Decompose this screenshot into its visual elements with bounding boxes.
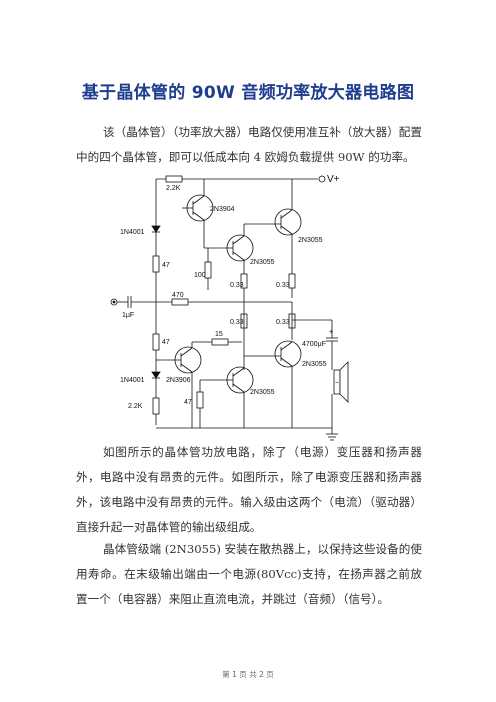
q-2n3055-top-mid-label: 2N3055 [250, 259, 275, 266]
paragraph-output-stage: 晶体管级端 (2N3055) 安装在散热器上，以保持这些设备的使用寿命。在末级输… [76, 542, 422, 606]
c-4700uf-label: 4700μF [302, 341, 326, 348]
paragraph-description: 如图所示的晶体管功放电路，除了（电源）变压器和扬声器外，电路中没有昂贵的元件。如… [76, 445, 422, 534]
r-470-label: 470 [172, 292, 184, 299]
q-2n3906-label: 2N3906 [166, 377, 191, 384]
r-15-label: 15 [215, 331, 223, 338]
capacitor-plus-sign: + [329, 329, 333, 336]
paragraph-intro: 该（晶体管）（功率放大器）电路仅使用准互补（放大器）配置中的四个晶体管，即可以低… [76, 125, 422, 164]
r-100-label: 100 [194, 272, 206, 279]
r-2-2k-top-label: 2.2K [166, 185, 181, 192]
r-47-mid-label: 47 [162, 339, 170, 346]
r-0-33-b-label: 0.33 [276, 282, 290, 289]
vplus-label: V+ [327, 174, 340, 185]
q-2n3904-label: 2N3904 [210, 206, 235, 213]
diode-bottom-label: 1N4001 [120, 377, 145, 384]
r-0-33-d-label: 0.33 [276, 319, 290, 326]
page-footer: 第 1 页 共 2 页 [222, 670, 274, 679]
speaker-minus-sign: − [335, 380, 339, 387]
page-title: 基于晶体管的 90W 音频功率放大器电路图 [81, 83, 415, 103]
diode-top-label: 1N4001 [120, 229, 145, 236]
q-2n3055-bottom-right-label: 2N3055 [302, 361, 327, 368]
c-1uf-label: 1μF [122, 312, 134, 319]
r-47-top-label: 47 [162, 262, 170, 269]
r-0-33-a-label: 0.33 [230, 282, 244, 289]
r-2-2k-bottom-label: 2.2K [128, 403, 143, 410]
q-2n3055-bottom-mid-label: 2N3055 [250, 389, 275, 396]
amplifier-circuit-diagram: V+ 2.2K 2N3904 1N4001 2N3055 2N3055 47 1… [110, 174, 349, 441]
r-0-33-c-label: 0.33 [230, 319, 244, 326]
q-2n3055-top-right-label: 2N3055 [298, 237, 323, 244]
r-47-bottom-label: 47 [184, 399, 192, 406]
